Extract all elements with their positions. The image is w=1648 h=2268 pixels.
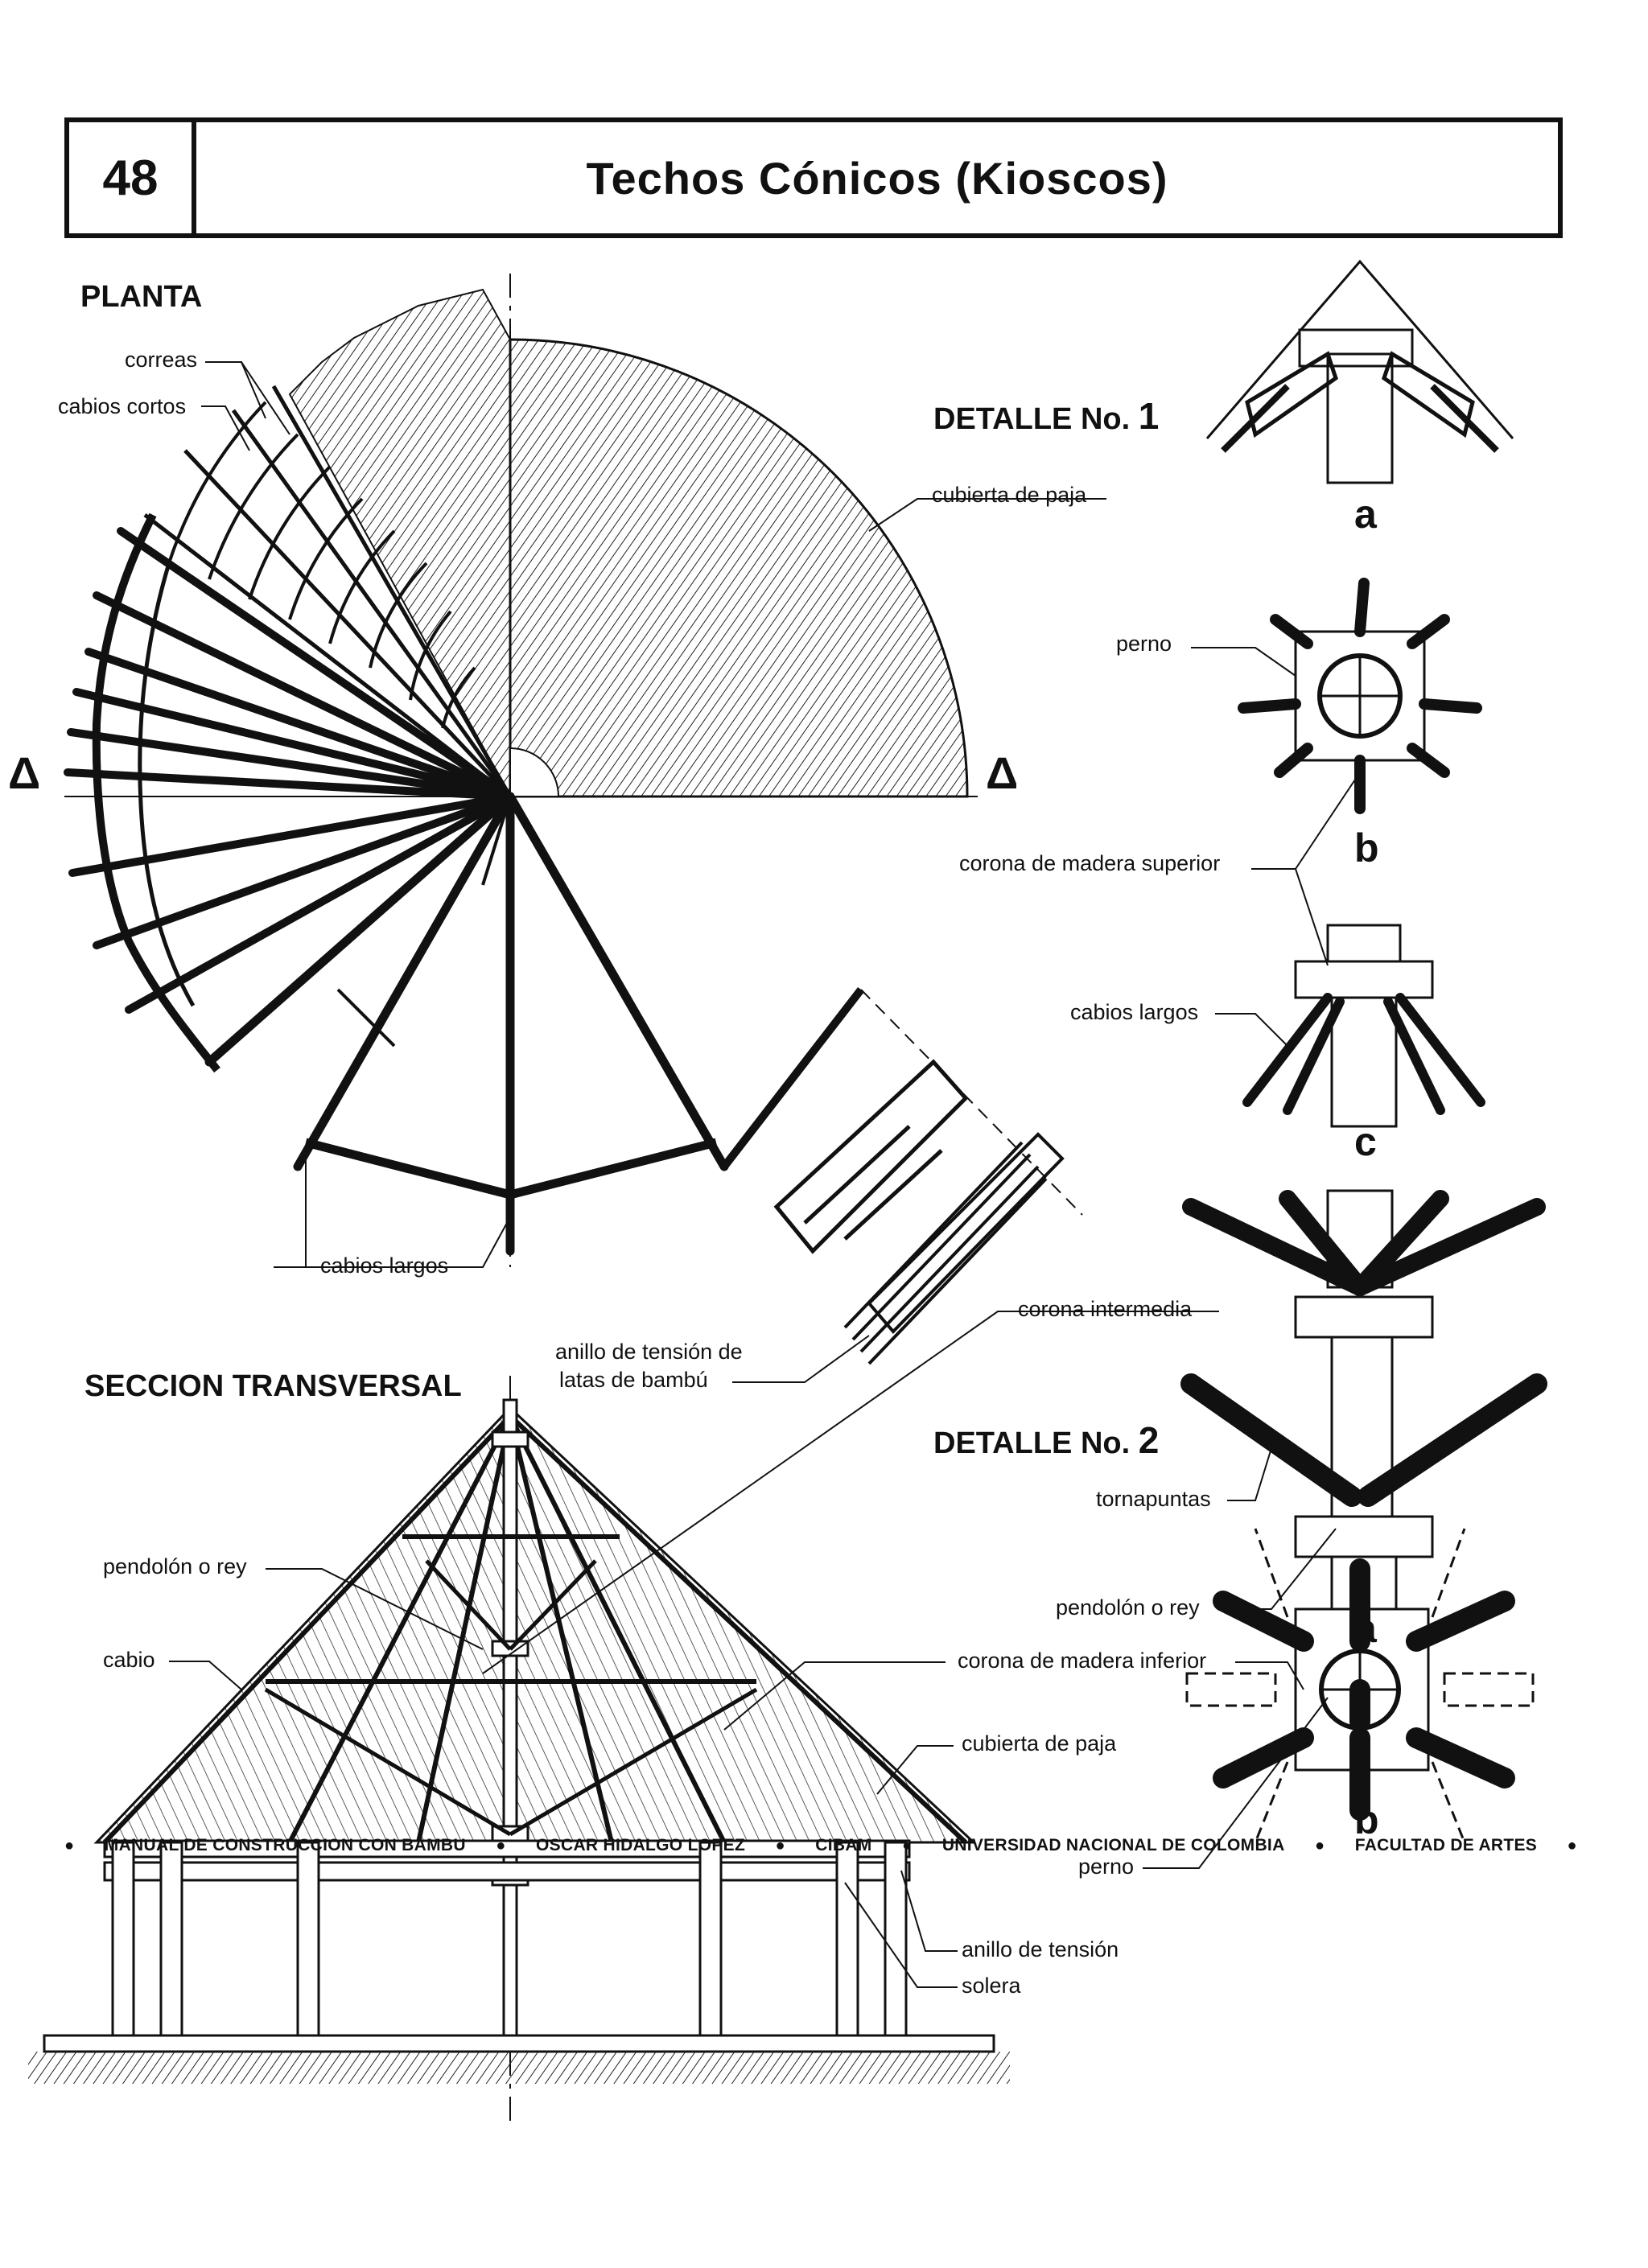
detail-1-heading-text: DETALLE No.: [933, 402, 1131, 436]
label-cabios-largos-plan: cabios largos: [320, 1253, 449, 1278]
label-perno-1: perno: [1116, 632, 1172, 656]
label-cubierta-paja-plan: cubierta de paja: [932, 483, 1087, 507]
footer-item: CIBAM: [815, 1836, 872, 1854]
detail-1: [1205, 259, 1514, 1128]
tension-ring-detail: [721, 986, 1083, 1365]
detail-1-letter-c: c: [1354, 1119, 1377, 1164]
plan-view: [64, 274, 978, 1267]
detail-1-heading: DETALLE No. 1: [933, 394, 1159, 438]
detail-2: [1180, 1189, 1547, 1843]
section-heading: SECCION TRANSVERSAL: [84, 1369, 462, 1403]
detail-2-heading: DETALLE No. 2: [933, 1418, 1159, 1462]
detail-2-letter-a: a: [1354, 1606, 1377, 1651]
detail-2-number: 2: [1138, 1419, 1160, 1461]
detail-1-letter-b: b: [1354, 825, 1379, 871]
label-corona-inferior: corona de madera inferior: [958, 1649, 1207, 1673]
label-cabios-cortos: cabios cortos: [58, 394, 187, 418]
label-solera: solera: [962, 1974, 1021, 1998]
footer-item: OSCAR HIDALGO LOPEZ: [536, 1836, 746, 1854]
thatch-quarter-fill: [509, 338, 969, 798]
label-cabios-largos-detail: cabios largos: [1070, 1000, 1199, 1024]
page-header: 48 Techos Cónicos (Kioscos): [64, 117, 1563, 238]
footer-item: FACULTAD DE ARTES: [1354, 1836, 1538, 1854]
leader-lines: [169, 361, 1361, 1988]
label-perno-2: perno: [1078, 1854, 1135, 1879]
footer-credits: ● MANUAL DE CONSTRUCCION CON BAMBU ● OSC…: [64, 1836, 1577, 1854]
label-correas: correas: [125, 348, 198, 372]
cross-section: [28, 1376, 1010, 2124]
detail-1-letter-a: a: [1354, 492, 1377, 537]
label-corona-intermedia: corona intermedia: [1018, 1297, 1193, 1321]
label-anillo-tension-latas-1: anillo de tensión de: [555, 1340, 743, 1364]
label-anillo-tension: anillo de tensión: [962, 1937, 1119, 1961]
label-cubierta-paja-section: cubierta de paja: [962, 1731, 1117, 1756]
label-anillo-tension-latas-2: latas de bambú: [559, 1368, 708, 1392]
label-corona-superior: corona de madera superior: [959, 851, 1221, 875]
detail-2-heading-text: DETALLE No.: [933, 1426, 1131, 1460]
page-title: Techos Cónicos (Kioscos): [586, 152, 1168, 204]
detail-2-letter-b: b: [1354, 1797, 1379, 1842]
section-marker-right: Δ: [986, 747, 1019, 798]
footer-item: UNIVERSIDAD NACIONAL DE COLOMBIA: [941, 1836, 1285, 1854]
label-cabio: cabio: [103, 1648, 155, 1672]
detail-1-number: 1: [1138, 395, 1160, 437]
footer-item: MANUAL DE CONSTRUCCION CON BAMBU: [104, 1836, 466, 1854]
section-marker-left: Δ: [8, 747, 41, 798]
label-pendolon-detail: pendolón o rey: [1056, 1595, 1200, 1620]
label-tornapuntas: tornapuntas: [1096, 1487, 1211, 1511]
plan-heading: PLANTA: [80, 280, 203, 314]
page-number: 48: [69, 122, 196, 233]
label-pendolon-section: pendolón o rey: [103, 1554, 247, 1579]
